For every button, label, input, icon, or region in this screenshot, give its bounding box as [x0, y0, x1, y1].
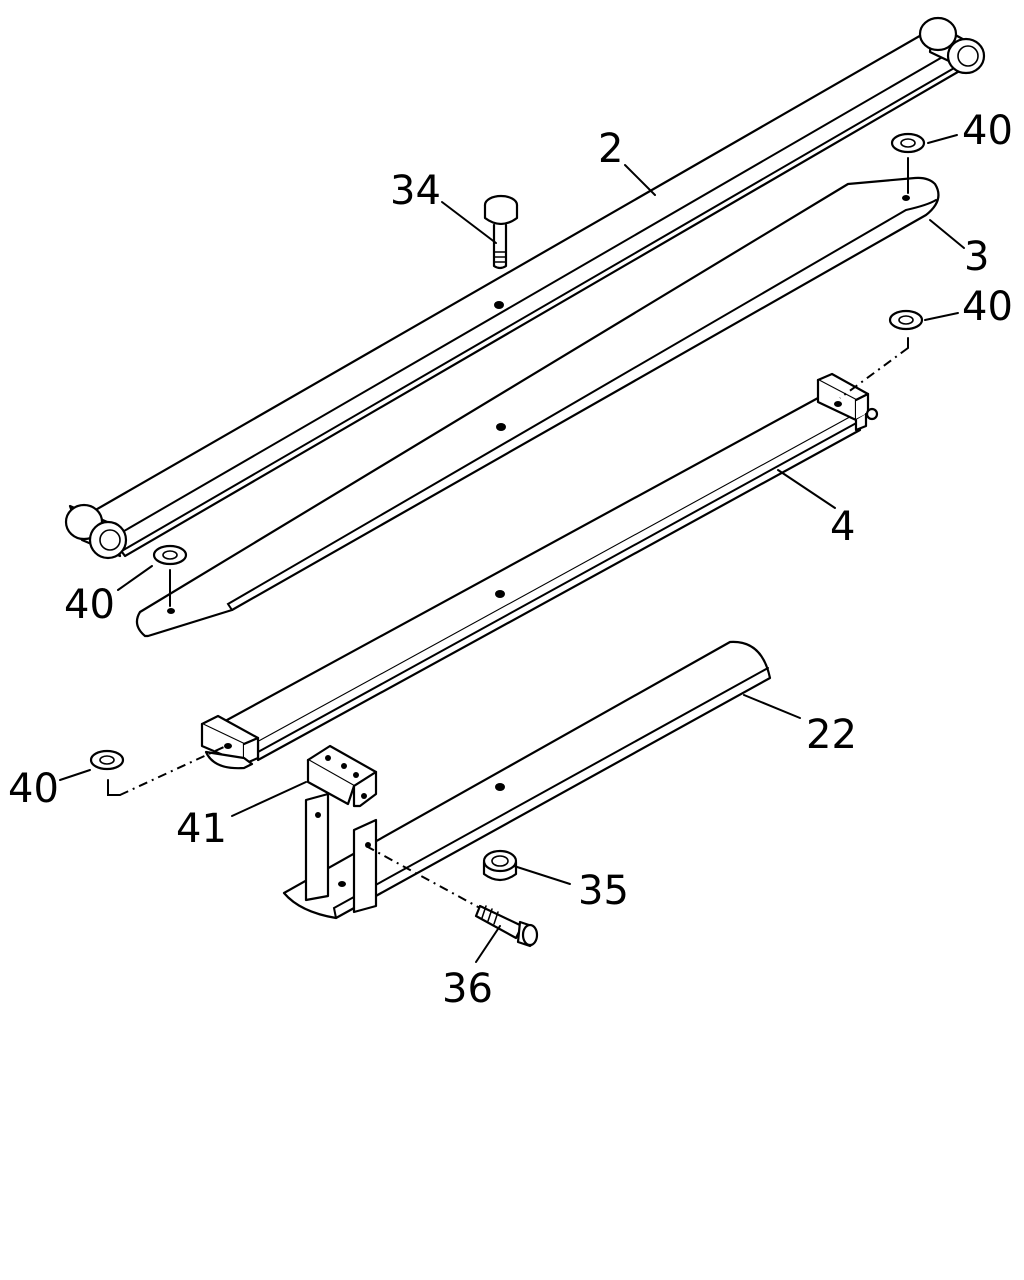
washer-part-40-bottom-left [89, 745, 227, 796]
leader-lines [59, 134, 965, 963]
leaf-3-end-hole-left [167, 608, 175, 614]
nut-part-35 [482, 849, 518, 882]
callout-40-mid-right: 40 [962, 284, 1013, 330]
leaf-4-center-hole [495, 590, 505, 598]
leaf-clip-left [200, 714, 260, 770]
leaf-3-center-hole [496, 423, 506, 431]
callout-3: 3 [964, 234, 989, 280]
spring-eye-right [918, 16, 986, 75]
leaf-clip-right [816, 372, 879, 432]
washer-part-40-mid-right [839, 309, 924, 399]
helper-leaf-center-hole [495, 783, 505, 791]
center-bolt-hole [494, 301, 504, 309]
third-leaf-part-4 [200, 372, 879, 770]
spring-eye-left [64, 503, 128, 560]
washer-part-40-top-right [890, 132, 926, 194]
callout-35: 35 [578, 868, 629, 914]
washer-part-40-left [152, 544, 188, 607]
leaf-3-end-hole-right [902, 195, 910, 201]
center-bolt-part-34 [483, 194, 519, 270]
callout-2: 2 [598, 126, 623, 172]
main-leaf-part-2 [64, 16, 986, 560]
helper-leaf-part-22 [282, 640, 772, 920]
callout-41: 41 [176, 806, 227, 852]
second-leaf-part-3 [135, 176, 940, 638]
bolt-part-36 [474, 904, 539, 948]
callout-40-left: 40 [64, 582, 115, 628]
callout-22: 22 [806, 712, 857, 758]
callout-36: 36 [442, 966, 493, 1012]
callout-40-bottom-left: 40 [8, 766, 59, 812]
callout-40-top-right: 40 [962, 108, 1013, 154]
callout-34: 34 [390, 168, 441, 214]
bracket-part-41 [304, 744, 378, 914]
callout-4: 4 [830, 504, 855, 550]
bolt-36-assembly-line [365, 845, 481, 909]
